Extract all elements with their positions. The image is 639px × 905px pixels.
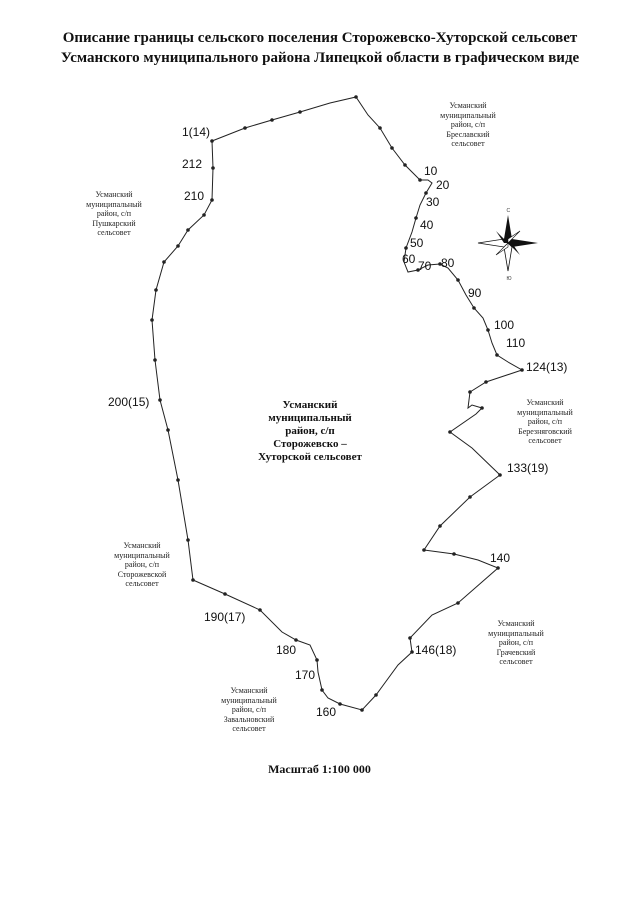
point-label: 20 <box>436 178 450 192</box>
point-label: 1(14) <box>182 125 210 139</box>
point-label: 180 <box>276 643 296 657</box>
point-label: 146(18) <box>415 643 456 657</box>
point-label: 160 <box>316 705 336 719</box>
map-scale: Масштаб 1:100 000 <box>268 762 371 776</box>
point-label: 60 <box>402 252 416 266</box>
settlement-label: Усманский муниципальный район, с/п Сторо… <box>258 399 362 463</box>
point-label: 50 <box>410 236 424 250</box>
point-label: 212 <box>182 157 202 171</box>
point-label: 110 <box>506 336 525 350</box>
point-label: 190(17) <box>204 610 245 624</box>
point-label: 30 <box>426 195 440 209</box>
compass-north-label: С <box>507 208 511 214</box>
compass-rose-icon: С Ю <box>477 208 538 282</box>
point-label: 200(15) <box>108 395 149 409</box>
map-title: Описание границы сельского поселения Сто… <box>60 30 580 66</box>
point-label: 170 <box>295 668 315 682</box>
point-label: 90 <box>468 286 482 300</box>
point-label: 133(19) <box>507 461 548 475</box>
point-label: 10 <box>424 164 438 178</box>
point-label: 124(13) <box>526 360 567 374</box>
point-label: 140 <box>490 551 510 565</box>
point-label: 40 <box>420 218 434 232</box>
point-labels: 1(14) 212 210 10 20 30 40 50 60 70 80 90… <box>108 125 567 719</box>
point-label: 210 <box>184 189 204 203</box>
boundary-line <box>151 96 524 711</box>
point-label: 70 <box>418 259 432 273</box>
compass-south-label: Ю <box>507 276 512 282</box>
point-label: 100 <box>494 318 514 332</box>
point-label: 80 <box>441 256 455 270</box>
boundary-vertices <box>150 95 524 712</box>
